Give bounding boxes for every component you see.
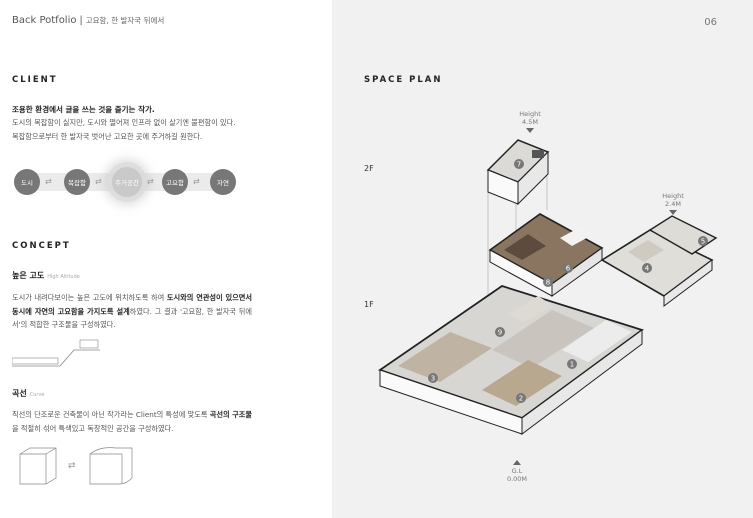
concept-item2-body: 직선의 단조로운 건축물이 아닌 작가라는 Client의 특성에 맞도록 곡선… bbox=[12, 408, 252, 435]
flow-node-complexity: 복잡함 bbox=[64, 169, 90, 195]
floor-label-2f: 2F bbox=[364, 164, 374, 173]
room-markers: 1 2 3 4 5 6 7 8 9 bbox=[428, 159, 708, 403]
height-marker-top: Height 4.5M bbox=[515, 110, 545, 133]
concept-item2-text-a: 직선의 단조로운 건축물이 아닌 작가라는 Client의 특성에 맞도록 bbox=[12, 410, 210, 419]
svg-text:1: 1 bbox=[570, 361, 574, 369]
client-body: 도시의 복잡함이 싫지만, 도시와 떨어져 인프라 없이 살기엔 불편함이 있다… bbox=[12, 116, 312, 143]
svg-text:8: 8 bbox=[546, 279, 550, 287]
height-marker-right: Height 2.4M bbox=[658, 192, 688, 215]
room-4-5-block bbox=[600, 215, 718, 307]
ground-level-marker: G.L 0.00M bbox=[503, 460, 531, 483]
floor-plan-illustration: 1 2 3 4 5 6 7 8 9 bbox=[378, 139, 718, 435]
room-marker-8: 8 bbox=[543, 277, 553, 287]
concept-title: CONCEPT bbox=[12, 241, 71, 251]
height-top-value: 4.5M bbox=[522, 118, 538, 126]
room-marker-5: 5 bbox=[698, 236, 708, 246]
concept-item2-title-kr: 곡선 bbox=[12, 389, 27, 398]
header-title: Back Potfolio | 고요함, 한 발자국 뒤에서 bbox=[12, 15, 164, 26]
client-line-2: 복잡함으로부터 한 발자국 벗어난 고요한 곳에 주거하길 원한다. bbox=[12, 131, 203, 141]
room-marker-2: 2 bbox=[516, 393, 526, 403]
concept-item1-text-b: 하였다. 그 결과 '고요함, 한 발자국 뒤에서'의 적합한 구조물을 구성하… bbox=[12, 306, 253, 330]
flow-node-residence: 주거공간 bbox=[112, 167, 142, 197]
curve-diagram: ⇄ bbox=[19, 447, 133, 485]
flow-node-calm: 고요함 bbox=[162, 169, 188, 195]
space-plan-title: SPACE PLAN bbox=[364, 75, 443, 85]
concept-item2-title-en: Curve bbox=[29, 392, 45, 398]
room-marker-4: 4 bbox=[642, 263, 652, 273]
concept-item1-bold: 도시와의 연관성이 있으면서 동시에 자연의 고요함을 가지도록 설계 bbox=[12, 293, 252, 316]
left-page: Back Potfolio | 고요함, 한 발자국 뒤에서 CLIENT 조용… bbox=[0, 0, 332, 518]
client-line-1: 도시의 복잡함이 싫지만, 도시와 떨어져 인프라 없이 살기엔 불편함이 있다… bbox=[12, 118, 236, 127]
height-top-label: Height bbox=[519, 110, 541, 118]
room-marker-7: 7 bbox=[514, 159, 524, 169]
svg-text:⇄: ⇄ bbox=[68, 461, 76, 471]
down-arrow-icon bbox=[526, 128, 534, 133]
header-separator: | bbox=[76, 15, 86, 26]
room-marker-3: 3 bbox=[428, 373, 438, 383]
room-marker-1: 1 bbox=[567, 359, 577, 369]
concept-item2-bold: 곡선의 구조물 bbox=[209, 410, 252, 419]
svg-text:7: 7 bbox=[517, 161, 521, 169]
client-lead: 조용한 환경에서 글을 쓰는 것을 즐기는 작가. bbox=[12, 105, 155, 114]
concept-item1-body: 도시가 내려다보이는 높은 고도에 위치하도록 하여 도시와의 연관성이 있으면… bbox=[12, 291, 252, 332]
concept-item1-text-a: 도시가 내려다보이는 높은 고도에 위치하도록 하여 bbox=[12, 293, 167, 302]
flow-arrow-icon: ⇄ bbox=[45, 177, 52, 186]
svg-text:3: 3 bbox=[431, 375, 435, 383]
client-title: CLIENT bbox=[12, 75, 58, 85]
svg-text:5: 5 bbox=[701, 238, 705, 246]
header-subtitle: 고요함, 한 발자국 뒤에서 bbox=[85, 16, 165, 25]
brand-name: Back Potfolio bbox=[12, 15, 77, 26]
flow-node-city: 도시 bbox=[14, 169, 40, 195]
client-flow-diagram: 도시 ⇄ 복잡함 ⇄ 주거공간 ⇄ 고요함 ⇄ 자연 bbox=[12, 166, 238, 198]
altitude-diagram bbox=[12, 339, 100, 367]
concept-item1-title-kr: 높은 고도 bbox=[12, 271, 45, 280]
floor-label-1f: 1F bbox=[364, 300, 374, 309]
svg-text:2: 2 bbox=[519, 395, 523, 403]
up-arrow-icon bbox=[513, 460, 521, 465]
ground-value: 0.00M bbox=[506, 475, 528, 483]
svg-text:9: 9 bbox=[498, 329, 502, 337]
down-arrow-icon bbox=[669, 210, 677, 215]
room-7-block bbox=[486, 139, 550, 206]
svg-text:6: 6 bbox=[566, 265, 571, 273]
floor-2-block bbox=[488, 213, 604, 297]
room-marker-6: 6 bbox=[563, 263, 573, 273]
flow-arrow-icon: ⇄ bbox=[95, 177, 102, 186]
flow-node-nature: 자연 bbox=[210, 169, 236, 195]
svg-text:4: 4 bbox=[645, 265, 650, 273]
concept-item2-text-b: 을 적절히 섞어 특색있고 독창적인 공간을 구성하였다. bbox=[12, 423, 174, 433]
height-right-value: 2.4M bbox=[665, 200, 681, 208]
ground-label: G.L bbox=[511, 467, 523, 475]
room-marker-9: 9 bbox=[495, 327, 505, 337]
flow-arrow-icon: ⇄ bbox=[147, 177, 154, 186]
flow-arrow-icon: ⇄ bbox=[193, 177, 200, 186]
floor-1-block bbox=[378, 285, 644, 435]
height-right-label: Height bbox=[662, 192, 684, 200]
page-number: 06 bbox=[704, 17, 717, 28]
concept-item1-title-en: High Altitude bbox=[47, 274, 80, 280]
